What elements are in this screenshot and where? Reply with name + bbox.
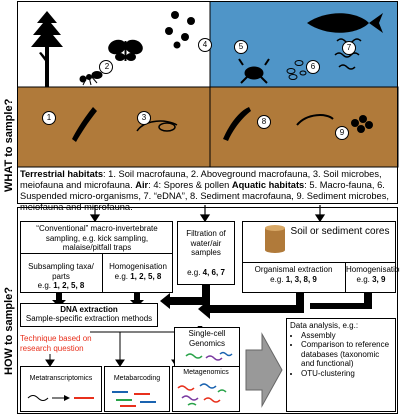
marker-2: 2 [104,62,110,71]
homogenisation-left-eg: e.g. [114,271,131,281]
dna-extraction-subtitle: Sample-specific extraction methods [25,314,153,323]
terrestrial-text: : 1. Soil macrofauna, 2. Aboveground mac… [20,169,382,190]
marker-6: 6 [310,62,316,71]
analysis-item: Comparison to reference databases (taxon… [301,340,394,369]
subsampling-title: Subsampling taxa/ parts [28,262,94,281]
metatranscriptomics-graphic [27,395,94,401]
filtration-box [177,221,235,285]
analysis-item: Assembly [301,331,394,341]
organismal-nums: 1, 3, 8, 9 [285,274,317,284]
filtration-eg: e.g. [187,268,203,277]
air-heading: Air [135,180,149,190]
butterfly-icon [108,39,143,61]
subsampling-nums: 1, 2, 5, 8 [53,281,85,290]
ant-icon [79,71,103,86]
single-cell-squiggles [185,351,233,361]
cores-title: Soil or sediment cores [290,226,390,237]
metatranscriptomics-box [20,366,102,412]
marker-8: 8 [261,117,267,126]
bottom-frame [17,207,398,414]
organismal-title: Organismal extraction [254,265,333,274]
metabarcoding-box [104,366,170,412]
metabarcoding-graphic [112,391,156,407]
metagenomics-box [172,366,240,412]
homogenisation-right-title: Homogenisation [346,265,400,274]
core-cylinder-icon [265,225,285,253]
side-label-what: WHAT to sample? [3,98,15,192]
homogenisation-right-eg: e.g. [356,274,373,284]
dna-extraction-box [20,303,158,327]
spore-icons [165,11,195,49]
single-cell-title: Single-cell Genomics [188,329,226,348]
air-text: : 4: Spores & pollen [148,180,232,190]
data-analysis-box [286,318,396,412]
marker-1: 1 [46,113,52,122]
marker-9: 9 [339,128,345,137]
homogenisation-left-nums: 1, 2, 5, 8 [130,271,162,281]
metabarcoding-label: Metabarcoding [113,375,161,382]
millipede-icon [72,107,97,142]
tree-icon [31,11,63,87]
marker-7: 7 [346,43,352,52]
top-arrows [89,205,326,223]
organismal-extraction-box: Organismal extraction e.g. 1, 3, 8, 9 [243,265,344,284]
habitat-illustration [17,1,399,168]
big-grey-arrow [245,332,283,408]
flow-arrows [52,285,372,319]
marker-5: 5 [238,42,244,51]
terrestrial-heading: Terrestrial habitats [20,169,104,179]
conventional-sampling-box [20,221,173,293]
soil-microbe-icon [136,120,178,132]
filtration-nums: 4, 6, 7 [202,268,225,277]
technique-note: Technique based on research question [20,334,92,353]
aquatic-heading: Aquatic habitats [231,180,305,190]
top-frame [17,1,398,204]
sediment-worm-2-icon [296,114,334,126]
metagenomics-label: Metagenomics [183,369,229,376]
subsampling-box: Subsampling taxa/ parts e.g. 1, 2, 5, 8 [21,262,101,291]
homogenisation-right-nums: 3, 9 [372,274,386,284]
sediment-microbe-icon [351,115,373,133]
metatranscriptomics-label: Metatranscriptomics [29,375,93,382]
homogenisation-left-box: Homogenisation e.g. 1, 2, 5, 8 [103,262,173,281]
data-analysis-panel: Data analysis, e.g.: Assembly Comparison… [290,321,394,378]
conventional-title: “Conventional” macro-invertebrate sampli… [36,224,158,252]
homogenisation-right-box: Homogenisation e.g. 3, 9 [346,265,400,284]
organismal-eg: e.g. [270,274,286,284]
micro-organism-icons [286,60,307,80]
sediment-worm-icon [223,107,251,141]
marker-3: 3 [141,113,147,122]
data-analysis-title: Data analysis, e.g.: [290,321,359,330]
marker-4: 4 [202,40,208,49]
data-analysis-list: Assembly Comparison to reference databas… [290,331,394,379]
subsampling-eg: e.g. [37,281,54,290]
filtration-title: Filtration of water/air samples [186,229,226,257]
crab-icon [238,58,270,84]
homogenisation-left-title: Homogenisation [109,262,167,271]
metagenomics-graphic [177,383,227,406]
dna-extraction-title: DNA extraction [60,305,118,314]
fish-icon [307,13,383,33]
analysis-item: OTU-clustering [301,369,394,379]
